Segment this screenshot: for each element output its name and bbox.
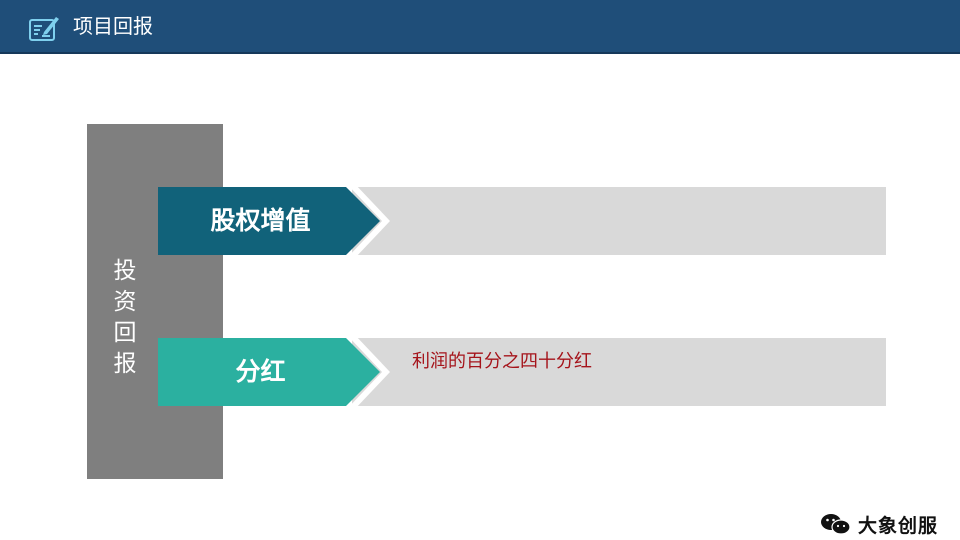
footer-brand: 大象创服	[820, 512, 939, 537]
row-title: 股权增值	[210, 206, 311, 235]
arrow-tag-shape	[158, 338, 390, 406]
brand-name: 大象创服	[858, 514, 939, 537]
edit-document-icon	[29, 17, 59, 41]
row-equity-appreciation: 股权增值	[158, 187, 886, 255]
row-dividend: 分红 利润的百分之四十分红	[158, 338, 886, 406]
side-label-char: 投	[113, 258, 137, 284]
side-label-char: 报	[113, 351, 137, 377]
row-title: 分红	[235, 357, 286, 386]
wechat-icon	[821, 514, 851, 535]
row-description: 利润的百分之四十分红	[412, 351, 592, 372]
page-title: 项目回报	[73, 14, 153, 38]
side-panel-label: 投 资 回 报	[105, 256, 145, 380]
arrow-tag-shape	[158, 187, 390, 255]
side-label-char: 回	[113, 320, 137, 346]
side-label-char: 资	[113, 289, 137, 315]
header-bar: 项目回报	[0, 0, 960, 54]
side-panel	[87, 124, 223, 479]
row-content-bar	[352, 187, 886, 255]
row-content-bar	[352, 338, 886, 406]
